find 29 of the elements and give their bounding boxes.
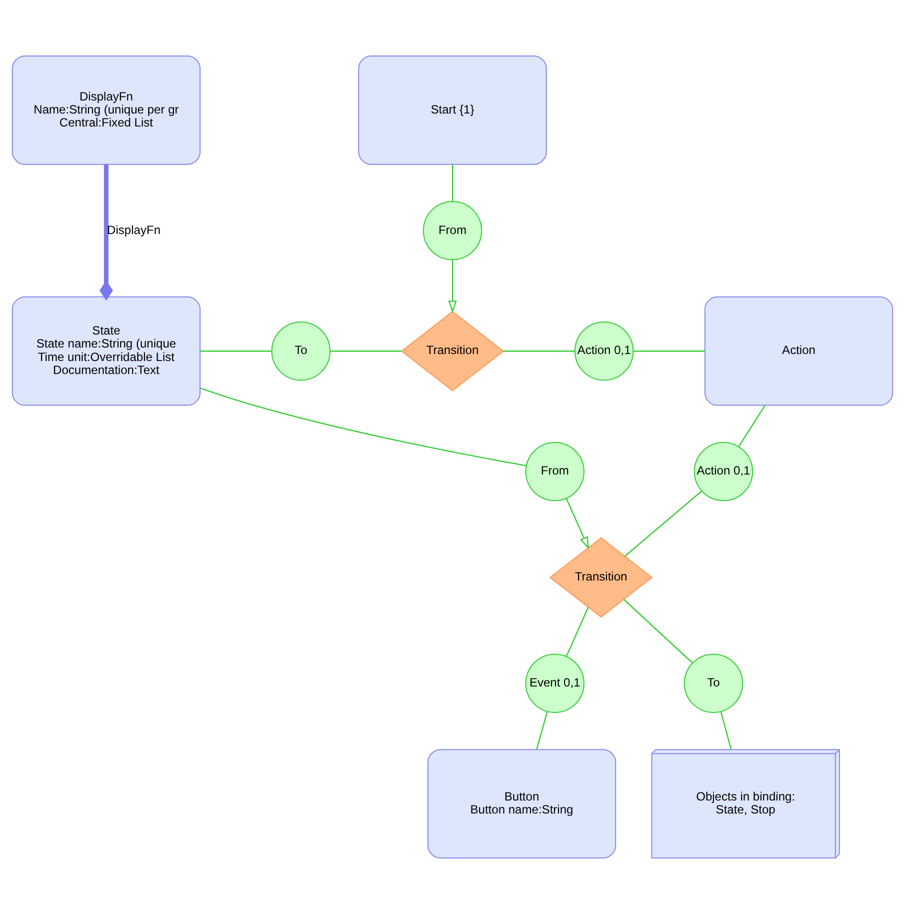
connector	[200, 387, 526, 466]
connector	[738, 404, 766, 446]
node-circle: From	[525, 441, 584, 501]
connector	[566, 606, 589, 656]
connector	[624, 490, 702, 556]
connector	[100, 164, 113, 300]
arrow	[448, 260, 457, 313]
connector	[200, 350, 272, 352]
node-box: DisplayFn Name:String (unique per gr Central:Fixed List	[12, 55, 201, 164]
node-circle: To	[271, 321, 331, 380]
node-box: Start {1}	[358, 55, 547, 164]
arrow	[566, 498, 589, 549]
node-circle: To	[684, 653, 744, 712]
node-diamond: Transition	[400, 310, 504, 391]
connector	[720, 710, 732, 749]
node-box: State State name:String (unique Time unit:Overridable List Documentation:Text	[12, 296, 201, 406]
node-circle: From	[422, 200, 482, 260]
connector	[536, 710, 548, 749]
connector	[633, 350, 705, 352]
node-circle: Event 0,1	[525, 653, 584, 712]
node-box: Action	[704, 296, 894, 406]
connector	[623, 598, 693, 663]
edge-label: DisplayFn	[107, 222, 161, 236]
node-circle: Action 0,1	[694, 441, 754, 501]
node-circle: Action 0,1	[574, 321, 634, 380]
connector	[452, 164, 454, 201]
connector	[330, 350, 402, 352]
node-box: Button Button name:String	[427, 748, 616, 858]
connector	[503, 350, 575, 352]
